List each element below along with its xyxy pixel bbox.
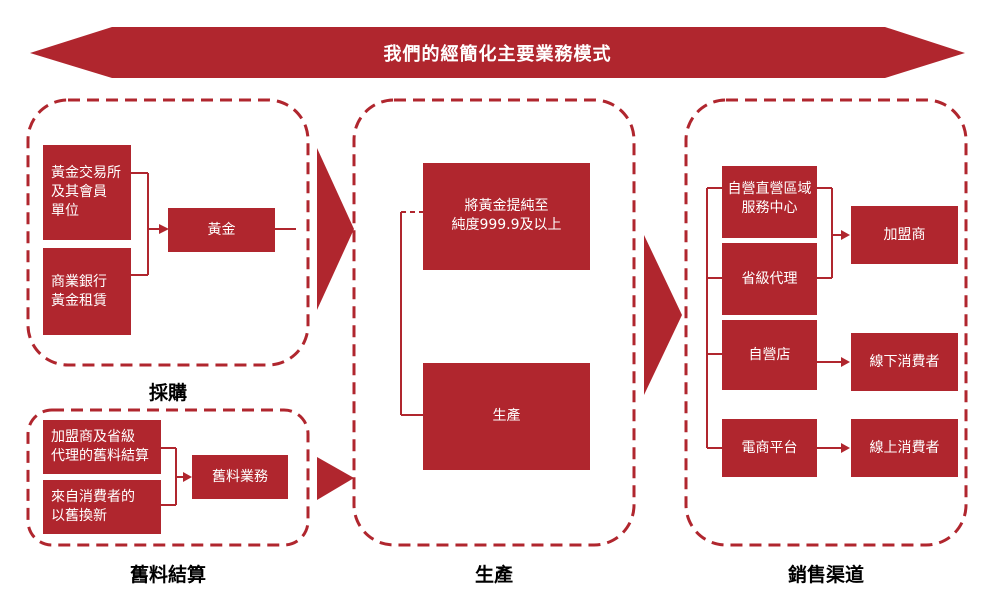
production-group <box>352 98 636 547</box>
offline-consumer-arrowhead <box>841 357 850 367</box>
box-franchisee: 加盟商 <box>883 226 926 243</box>
section-label-procurement: 採購 <box>148 382 187 404</box>
procurement-connectors <box>131 172 296 276</box>
box-regional-center: 自營直營區域 服務中心 <box>727 181 812 216</box>
sales-group <box>684 98 968 547</box>
online-consumer-arrowhead <box>841 443 850 453</box>
section-label-old-material: 舊料結算 <box>129 564 206 586</box>
section-label-production: 生產 <box>474 564 513 586</box>
box-online-consumer: 線上消費者 <box>869 439 940 456</box>
old-material-connectors <box>161 447 184 506</box>
box-provincial-agent: 省級代理 <box>741 270 798 287</box>
section-label-sales: 銷售渠道 <box>787 564 864 586</box>
box-gold-exchange: 黃金交易所 及其會員 單位 <box>51 165 121 219</box>
production-to-sales-arrow <box>644 235 682 395</box>
old-material-arrowhead <box>183 472 192 482</box>
box-franchise-settlement: 加盟商及省級 代理的舊料結算 <box>51 429 149 464</box>
old-material-group <box>26 408 310 547</box>
box-bank-lease: 商業銀行 黃金租賃 <box>51 273 107 309</box>
box-refine: 將黃金提純至 純度999.9及以上 <box>451 198 562 233</box>
box-offline-consumer: 線下消費者 <box>869 353 940 370</box>
sales-connectors <box>706 187 842 449</box>
diagram-title: 我們的經簡化主要業務模式 <box>383 44 612 65</box>
title-banner-arrow <box>30 27 965 78</box>
franchisee-arrowhead <box>841 230 850 240</box>
procurement-to-production-arrow <box>317 148 354 310</box>
procurement-arrowhead <box>159 224 169 234</box>
box-consumer-tradein: 來自消費者的 以舊換新 <box>51 489 135 524</box>
box-own-store: 自營店 <box>748 346 791 363</box>
box-gold: 黃金 <box>207 221 236 238</box>
box-old-material-business: 舊料業務 <box>212 468 268 485</box>
old-material-to-production-arrow <box>317 457 354 500</box>
box-produce: 生產 <box>492 408 521 424</box>
box-ecommerce: 電商平台 <box>741 439 798 456</box>
procurement-group <box>26 98 310 367</box>
box-backgrounds <box>43 145 958 534</box>
